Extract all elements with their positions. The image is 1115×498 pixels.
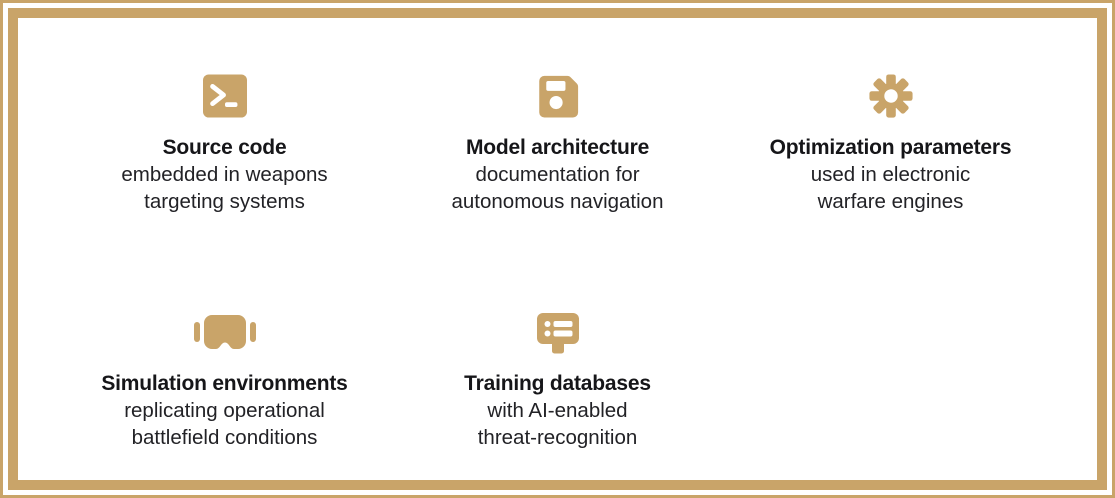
feature-item-model-architecture: Model architecture documentation for aut… xyxy=(391,74,724,244)
feature-title: Simulation environments xyxy=(101,372,348,395)
gold-border-frame-inner: Source code embedded in weapons targetin… xyxy=(8,8,1107,490)
feature-grid: Source code embedded in weapons targetin… xyxy=(18,18,1097,480)
terminal-icon xyxy=(58,74,391,118)
floppy-disk-icon xyxy=(391,74,724,118)
feature-title: Training databases xyxy=(464,372,651,395)
feature-description: documentation for autonomous navigation xyxy=(451,163,664,213)
feature-description: used in electronic warfare engines xyxy=(810,163,971,213)
feature-description: embedded in weapons targeting systems xyxy=(121,163,328,213)
feature-item-optimization-parameters: Optimization parameters used in electron… xyxy=(724,74,1057,244)
feature-title: Source code xyxy=(162,136,287,159)
gear-icon xyxy=(724,74,1057,118)
feature-description: with AI-enabled threat-recognition xyxy=(477,399,638,449)
feature-item-training-databases: Training databases with AI-enabled threa… xyxy=(391,310,724,480)
list-board-icon xyxy=(391,310,724,354)
feature-title: Optimization parameters xyxy=(769,136,1012,159)
vr-headset-icon xyxy=(58,310,391,354)
feature-description: replicating operational battlefield cond… xyxy=(124,399,325,449)
feature-title: Model architecture xyxy=(465,136,650,159)
feature-item-simulation-environments: Simulation environments replicating oper… xyxy=(58,310,391,480)
feature-item-source-code: Source code embedded in weapons targetin… xyxy=(58,74,391,244)
